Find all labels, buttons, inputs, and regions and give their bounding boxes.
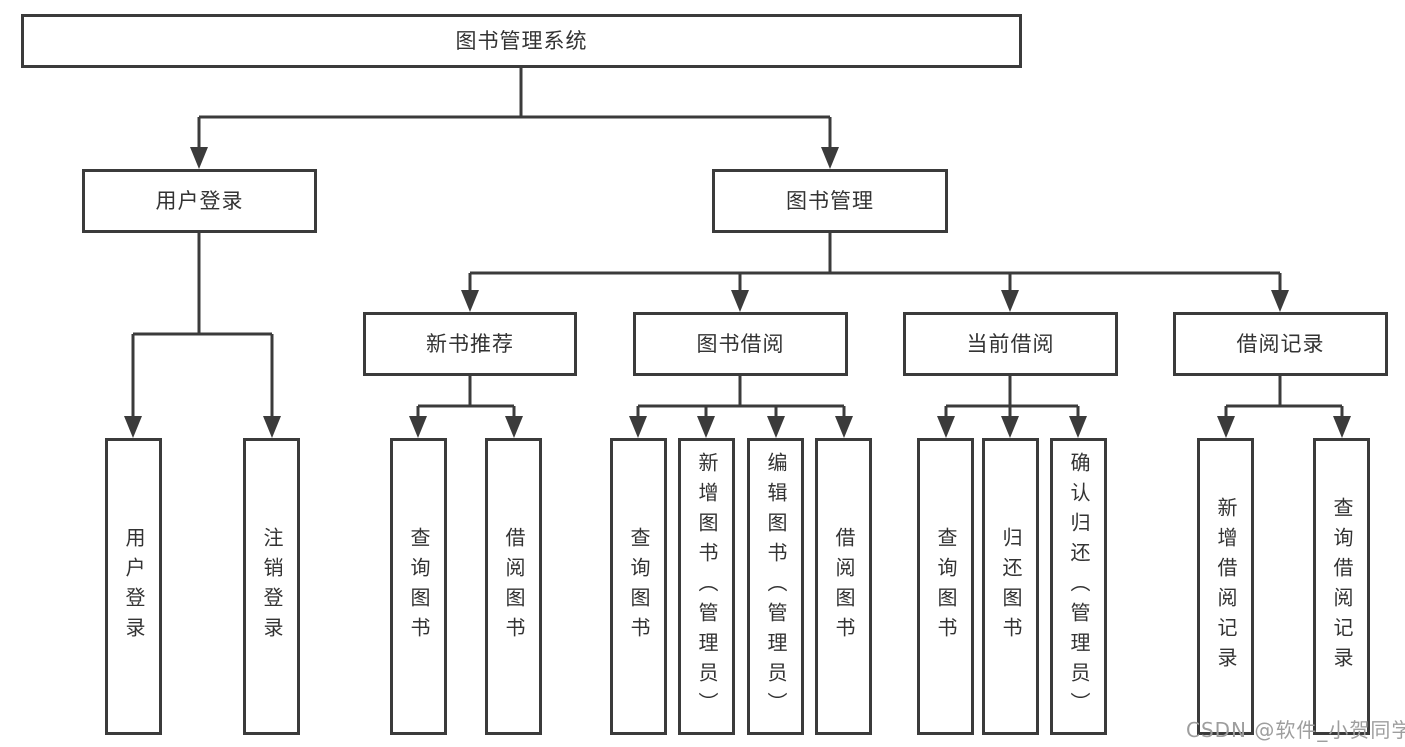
leaf-edit-books-admin: 编辑图书（管理员） (747, 438, 804, 735)
node-book-management: 图书管理 (712, 169, 948, 233)
leaf-confirm-return-admin: 确认归还（管理员） (1050, 438, 1107, 735)
leaf-add-borrow-record: 新增借阅记录 (1197, 438, 1254, 735)
node-library-system: 图书管理系统 (21, 14, 1022, 68)
node-user-login: 用户登录 (82, 169, 317, 233)
leaf-query-books-current: 查询图书 (917, 438, 974, 735)
leaf-query-books-borrow: 查询图书 (610, 438, 667, 735)
leaf-add-books-admin: 新增图书（管理员） (678, 438, 735, 735)
connector-book-borrow-children (629, 376, 853, 438)
connector-new-book-children (409, 376, 523, 438)
leaf-return-books: 归还图书 (982, 438, 1039, 735)
node-book-borrowing: 图书借阅 (633, 312, 848, 376)
leaf-query-borrow-record: 查询借阅记录 (1313, 438, 1370, 735)
leaf-user-login: 用户登录 (105, 438, 162, 735)
node-current-borrowing: 当前借阅 (903, 312, 1118, 376)
leaf-borrow-books: 借阅图书 (815, 438, 872, 735)
connector-current-borrow-children (937, 376, 1087, 438)
node-borrowing-records: 借阅记录 (1173, 312, 1388, 376)
connector-root-to-level2 (190, 68, 839, 169)
leaf-logout: 注销登录 (243, 438, 300, 735)
csdn-watermark: CSDN @软件_小贺同学 (1186, 718, 1405, 742)
connector-borrow-records-children (1217, 376, 1351, 438)
connector-book-management-children (461, 233, 1289, 312)
connector-user-login-children (124, 233, 281, 438)
node-new-book-recommend: 新书推荐 (363, 312, 577, 376)
leaf-borrow-books-recommend: 借阅图书 (485, 438, 542, 735)
leaf-query-books-recommend: 查询图书 (390, 438, 447, 735)
